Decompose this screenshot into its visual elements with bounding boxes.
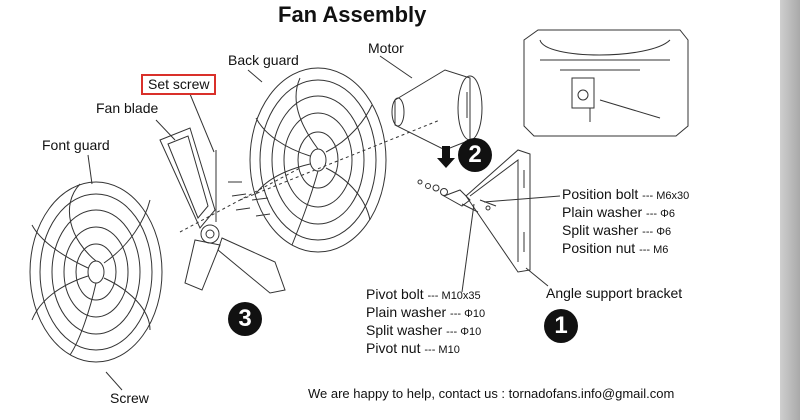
label-screw: Screw — [110, 390, 149, 406]
label-front-guard: Font guard — [42, 137, 110, 153]
part-spec: --- Φ10 — [446, 326, 482, 338]
part-name: Split washer — [562, 222, 639, 238]
contact-text: We are happy to help, contact us : torna… — [308, 386, 675, 401]
part-name: Position nut — [562, 240, 636, 256]
detail-inset-drawing — [524, 30, 688, 136]
page-edge — [780, 0, 800, 420]
part-name: Plain washer — [366, 304, 447, 320]
label-set-screw: Set screw — [141, 74, 217, 95]
pivot-part-row: Pivot bolt --- M10x35 — [366, 286, 481, 305]
position-part-row: Split washer --- Φ6 — [562, 222, 671, 241]
part-name: Plain washer — [562, 204, 643, 220]
back-guard-drawing — [250, 68, 386, 252]
label-back-guard: Back guard — [228, 52, 299, 68]
pivot-part-row: Pivot nut --- M10 — [366, 340, 460, 359]
angle-bracket-drawing — [466, 150, 530, 272]
part-name: Split washer — [366, 322, 443, 338]
fan-blade-drawing — [160, 128, 285, 293]
position-part-row: Position nut --- M6 — [562, 240, 668, 259]
page-title: Fan Assembly — [278, 2, 427, 27]
part-spec: --- Φ10 — [450, 308, 486, 320]
step-badge-2: 2 — [458, 138, 492, 172]
pivot-hardware-drawing — [418, 180, 496, 212]
part-name: Pivot bolt — [366, 286, 424, 302]
part-spec: --- M6x30 — [642, 190, 690, 202]
pivot-part-row: Plain washer --- Φ10 — [366, 304, 485, 323]
position-part-row: Position bolt --- M6x30 — [562, 186, 689, 205]
part-name: Position bolt — [562, 186, 639, 202]
label-motor: Motor — [368, 40, 404, 56]
pivot-part-row: Split washer --- Φ10 — [366, 322, 481, 341]
front-guard-drawing — [30, 182, 162, 362]
position-part-row: Plain washer --- Φ6 — [562, 204, 675, 223]
part-spec: --- Φ6 — [646, 208, 675, 220]
part-spec: --- M10x35 — [427, 290, 481, 302]
part-name: Pivot nut — [366, 340, 421, 356]
blade-screws-drawing — [228, 182, 270, 216]
part-spec: --- M10 — [424, 344, 460, 356]
part-spec: --- M6 — [639, 244, 669, 256]
part-spec: --- Φ6 — [642, 226, 672, 238]
step-badge-1: 1 — [544, 309, 578, 343]
step-badge-3: 3 — [228, 302, 262, 336]
label-fan-blade: Fan blade — [96, 100, 159, 116]
assembly-diagram — [0, 0, 780, 420]
label-angle-bracket: Angle support bracket — [546, 285, 683, 301]
arrow-down-icon — [437, 146, 455, 168]
